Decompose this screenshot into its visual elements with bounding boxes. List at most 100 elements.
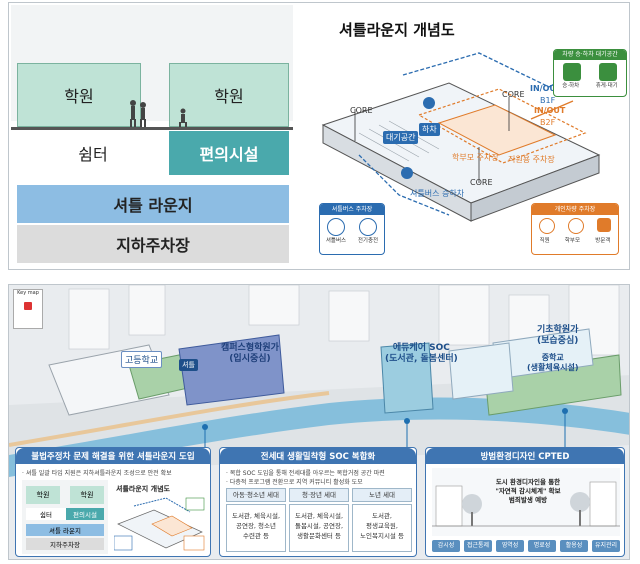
academy-left-label: 학원: [64, 87, 94, 106]
soc-col-2-item-2: 돌봄시설, 공연장,: [294, 522, 344, 530]
cpted-chip-5: 활용성: [560, 540, 588, 552]
academy-right-label: 학원: [214, 87, 244, 106]
person-waiting-icon: [599, 63, 617, 81]
soc-col-3-item-1: 도서관,: [371, 512, 392, 520]
soc-bullet-2: · 다층적 프로그램 전환으로 지역 커뮤니티 활성화 도모: [226, 479, 363, 486]
campus-academy-sub: (입시중심): [229, 354, 271, 364]
bus-stop-icon: [563, 63, 581, 81]
soc-col-3-title: 노년 세대: [352, 488, 412, 502]
educare-name: 에듀케어 SOC: [392, 343, 450, 353]
soc-col-3-body: 도서관, 평생교육원, 노인복지시설 등: [352, 504, 412, 552]
cpted-caption: 도시 환경디자인을 통한 "자연적 감시체계" 확보 범죄발생 예방: [482, 478, 574, 505]
waiting-item-2: 휴게·대기: [595, 83, 618, 89]
mini-academy-right: 학원: [70, 486, 104, 504]
core-label-2: CORE: [470, 178, 493, 187]
mini-concept-title: 셔틀라운지 개념도: [116, 485, 170, 493]
private-parking-item-3: 방문객: [595, 238, 611, 244]
mini-section-diagram: 학원 학원 쉼터 편의시설 셔틀 라운지 지하주차장: [22, 480, 108, 554]
shuttle-parking-item-1: 셔틀버스: [325, 238, 347, 244]
ev-charger-icon: [359, 218, 377, 236]
staff-parking-label: 직원용 주차장: [508, 155, 555, 164]
visitor-icon: [597, 218, 612, 232]
soc-col-1-item-2: 공연장, 청소년: [235, 522, 276, 530]
soc-complex-box: 전세대 생활밀착형 SOC 복합화 · 복합 SOC 도입을 통해 전세대를 아…: [219, 447, 417, 557]
middle-school-label: 중학교 (생활체육시설): [527, 353, 578, 373]
cpted-chip-1: 감시성: [432, 540, 460, 552]
inout-label-2: IN/OUT: [534, 106, 566, 115]
mini-lounge: 셔틀 라운지: [26, 524, 104, 536]
shuttle-lounge-block: 셔틀 라운지: [17, 185, 289, 223]
shelter-block: 쉼터: [17, 131, 169, 175]
bottom-panel: Key map 고등학교 셔틀 캠퍼스형학원가 (입시중심) 에듀케어 SOC …: [8, 284, 630, 560]
soc-col-2-body: 도서관, 체육시설, 돌봄시설, 공연장, 생활문화센터 등: [289, 504, 349, 552]
cpted-caption-2: "자연적 감시체계" 확보: [495, 487, 561, 495]
soc-bullet-1: · 복합 SOC 도입을 통해 전세대를 아우르는 복합거점 공간 마련: [226, 470, 385, 477]
cpted-chip-4: 명료성: [528, 540, 556, 552]
academy-left-block: 학원: [17, 63, 141, 127]
soc-complex-box-header: 전세대 생활밀착형 SOC 복합화: [220, 448, 416, 464]
isometric-floor-plan: [321, 52, 601, 222]
underground-parking-label: 지하주차장: [116, 236, 190, 255]
cpted-street-illustration: [432, 468, 620, 536]
private-parking-item-2: 학부모: [564, 238, 581, 244]
key-map-marker: [24, 302, 32, 310]
mini-concept-diagram: [114, 497, 205, 551]
basic-academy-label: 기초학원가 (보습중심): [537, 325, 578, 347]
waiting-box-title: 차량 승·하차 대기공간: [554, 50, 626, 60]
mini-shelter: 쉼터: [26, 508, 66, 520]
b1f-label: B1F: [540, 96, 556, 105]
concept-diagram: 셔틀라운지 개념도 CORE CORE CORE IN/OUT IN/OUT: [299, 5, 627, 267]
bus-icon: [327, 218, 345, 236]
academy-right-block: 학원: [169, 63, 289, 127]
shuttle-parking-item-2: 전기충전: [357, 238, 379, 244]
soc-col-3-item-3: 노인복지시설 등: [360, 532, 404, 540]
campus-academy-name: 캠퍼스형학원가: [221, 343, 279, 353]
soc-col-1-item-3: 수련관 등: [243, 532, 269, 540]
soc-col-2-item-1: 도서관, 체육시설,: [294, 512, 344, 520]
shuttle-parking-title: 셔틀버스 주차장: [320, 204, 384, 215]
concept-title: 셔틀라운지 개념도: [339, 21, 455, 39]
parent-parking-label: 학부모 주차장: [452, 153, 499, 162]
educare-label: 에듀케어 SOC (도서관, 돌봄센터): [385, 343, 458, 365]
parent-icon: [567, 218, 584, 234]
cpted-caption-3: 범죄발생 예방: [508, 496, 548, 504]
inout-label-1: IN/OUT: [530, 84, 562, 93]
shuttle-tag: 셔틀: [179, 359, 198, 371]
top-panel: 학원 학원 쉼터 편의시설 셔틀 라운지 지하주차장 셔틀라운지 개념도: [8, 2, 630, 270]
cpted-chip-6: 유지관리: [592, 540, 620, 552]
cpted-box-header: 방범환경디자인 CPTED: [426, 448, 624, 464]
private-parking-box: 개인차량 주차장 직원 학부모 방문객: [531, 203, 619, 255]
core-label-3: CORE: [502, 90, 525, 99]
staff-icon: [538, 218, 555, 234]
core-label-1: CORE: [350, 106, 373, 115]
waiting-item-1: 승·하차: [562, 83, 580, 89]
section-diagram: 학원 학원 쉼터 편의시설 셔틀 라운지 지하주차장: [11, 5, 293, 267]
shuttle-lounge-box-header: 불법주정차 문제 해결을 위한 셔틀라운지 도입: [16, 448, 210, 464]
campus-academy-label: 캠퍼스형학원가 (입시중심): [221, 343, 279, 365]
mini-academy-left: 학원: [26, 486, 60, 504]
private-parking-item-1: 직원: [539, 238, 550, 244]
soc-col-1-title: 아동·청소년 세대: [226, 488, 286, 502]
shuttle-lounge-label: 셔틀 라운지: [113, 196, 193, 215]
basic-academy-name: 기초학원가: [537, 325, 579, 335]
pedestrians-silhouette: [130, 100, 187, 127]
convenience-block: 편의시설: [169, 131, 289, 175]
shelter-label: 쉼터: [78, 145, 108, 164]
key-map: Key map: [13, 289, 43, 329]
soc-col-1-body: 도서관, 체육시설, 공연장, 청소년 수련관 등: [226, 504, 286, 552]
basic-academy-sub: (보습중심): [537, 336, 579, 346]
underground-parking-block: 지하주차장: [17, 225, 289, 263]
shuttle-parking-box: 셔틀버스 주차장 셔틀버스 전기충전: [319, 203, 385, 255]
b2f-label: B2F: [540, 118, 556, 127]
mini-convenience: 편의시설: [66, 508, 104, 520]
middle-school-sub: (생활체육시설): [527, 363, 579, 372]
private-parking-title: 개인차량 주차장: [532, 204, 618, 215]
shuttle-lounge-box-bullet: · 셔틀 일괄 타입 지원은 지하셔틀라운지 조성으로 안전 확보: [22, 470, 172, 477]
soc-col-2-item-3: 생활문화센터 등: [297, 532, 341, 540]
shuttle-stop-label: 셔틀버스 승하차: [410, 189, 465, 198]
educare-sub: (도서관, 돌봄센터): [385, 354, 458, 364]
key-map-label: Key map: [17, 290, 39, 296]
dropoff-label: 하차: [419, 123, 440, 136]
cpted-chip-3: 영역성: [496, 540, 524, 552]
convenience-label: 편의시설: [199, 145, 259, 164]
